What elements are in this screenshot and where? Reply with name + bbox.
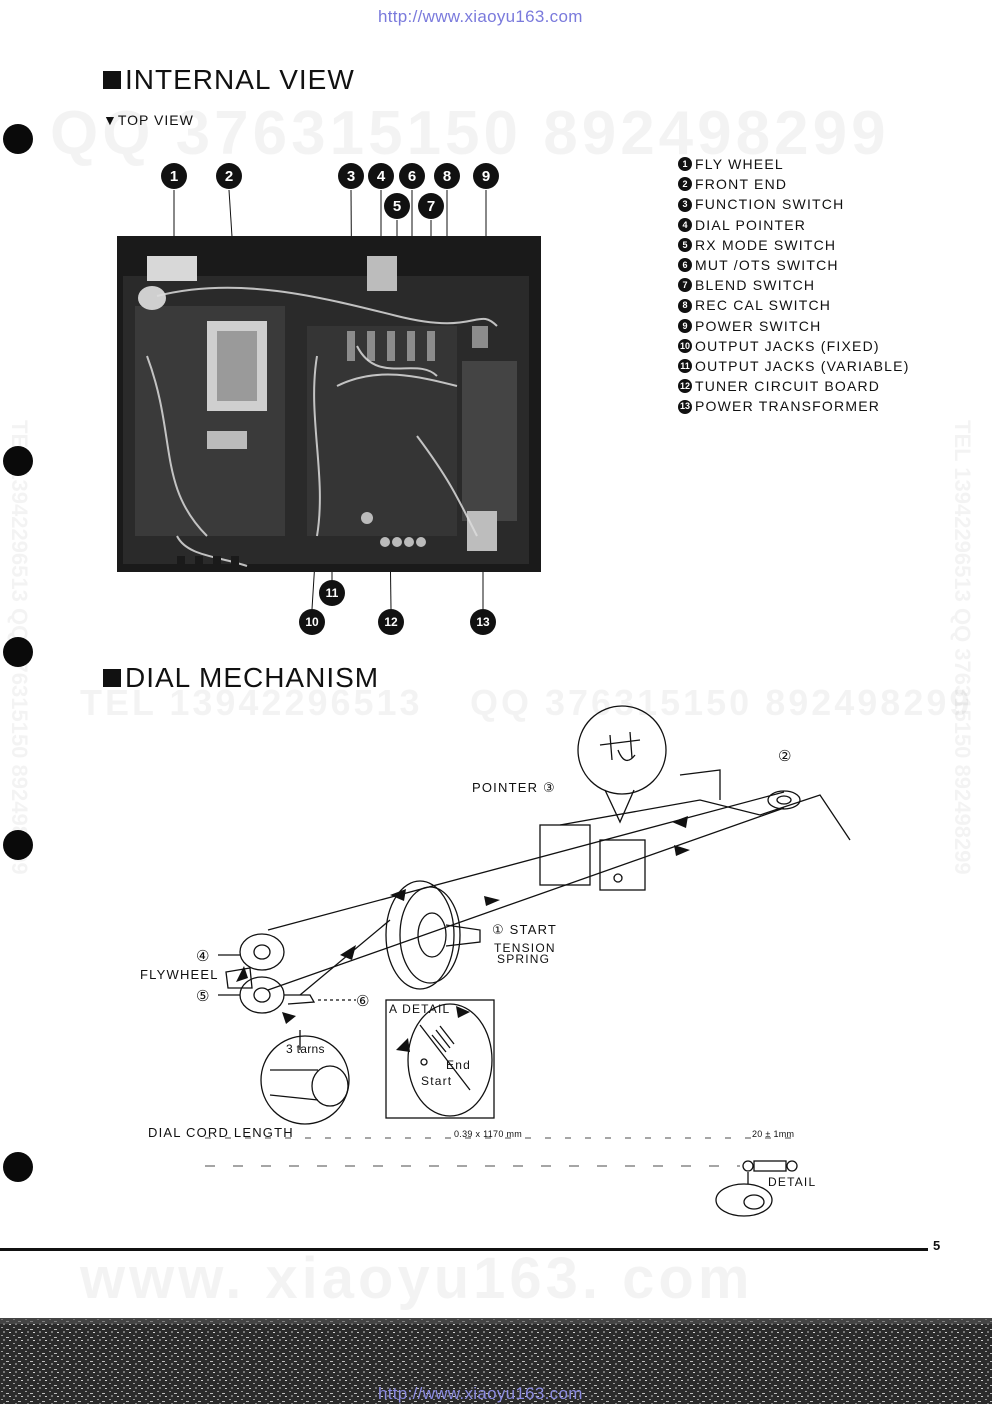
section-title-dial-mechanism: DIAL MECHANISM — [103, 662, 379, 694]
callout-2: 2 — [216, 163, 242, 189]
internal-top-view-photo — [117, 236, 541, 572]
legend-label: MUT /OTS SWITCH — [695, 257, 839, 274]
legend-label: DIAL POINTER — [695, 216, 807, 233]
label-2: ② — [778, 748, 793, 765]
callout-6: 6 — [399, 163, 425, 189]
footer-url-link[interactable]: http://www.xiaoyu163.com — [378, 1384, 583, 1403]
section-title-internal-view: INTERNAL VIEW — [103, 64, 355, 96]
legend-label: POWER TRANSFORMER — [695, 398, 881, 415]
label-3-turns: 3 tarns — [286, 1042, 325, 1056]
callout-11: 11 — [319, 580, 345, 606]
legend-number: 6 — [678, 258, 692, 273]
punch-hole — [3, 124, 33, 154]
label-6: ⑥ — [356, 993, 371, 1010]
section-title-text: DIAL MECHANISM — [125, 662, 380, 693]
label-flywheel: FLYWHEEL — [140, 967, 219, 982]
label-tolerance: 20 ± 1mm — [752, 1129, 795, 1139]
callout-7: 7 — [418, 193, 444, 219]
legend-label: FUNCTION SWITCH — [695, 196, 845, 213]
legend-number: 10 — [678, 338, 692, 353]
label-start: ① START — [492, 922, 558, 937]
legend-label: OUTPUT JACKS (FIXED) — [695, 337, 880, 354]
punch-hole — [3, 446, 33, 476]
callout-5: 5 — [384, 193, 410, 219]
legend-number: 3 — [678, 197, 692, 212]
subtitle-top-view: ▼TOP VIEW — [103, 112, 194, 128]
legend-label: TUNER CIRCUIT BOARD — [695, 378, 881, 395]
legend-number: 7 — [678, 278, 692, 293]
label-spring: SPRING — [497, 952, 551, 966]
legend-number: 2 — [678, 177, 692, 192]
legend-number: 1 — [678, 157, 692, 172]
legend-label: FLY WHEEL — [695, 156, 784, 172]
legend-label: FRONT END — [695, 176, 788, 193]
legend-number: 4 — [678, 217, 692, 232]
punch-hole — [3, 637, 33, 667]
punch-hole — [3, 1152, 33, 1182]
legend-label: POWER SWITCH — [695, 317, 822, 334]
label-a-detail: A DETAIL — [389, 1002, 451, 1016]
legend-label: RX MODE SWITCH — [695, 236, 837, 253]
legend-number: 9 — [678, 318, 692, 333]
heading-square-icon — [103, 71, 121, 89]
heading-square-icon — [103, 669, 121, 687]
label-tension: TENSION — [494, 941, 556, 955]
label-start-small: Start — [421, 1074, 453, 1088]
footer-rule — [0, 1248, 928, 1251]
callout-1: 1 — [161, 163, 187, 189]
dial-mechanism-diagram — [205, 705, 851, 1217]
callout-9: 9 — [473, 163, 499, 189]
label-4: ④ — [196, 948, 211, 965]
legend-label: BLEND SWITCH — [695, 277, 816, 294]
legend-label: REC CAL SWITCH — [695, 297, 832, 314]
watermark-web: www. xiaoyu163. com — [80, 1245, 753, 1312]
legend-number: 11 — [678, 359, 692, 374]
legend-number: 12 — [678, 379, 692, 394]
header-url-link[interactable]: http://www.xiaoyu163.com — [378, 7, 583, 26]
label-detail: DETAIL — [768, 1175, 817, 1189]
callout-12: 12 — [378, 609, 404, 635]
punch-hole — [3, 830, 33, 860]
label-end: End — [446, 1058, 471, 1072]
callout-3: 3 — [338, 163, 364, 189]
scan-noise-band — [0, 1318, 992, 1404]
legend-number: 5 — [678, 237, 692, 252]
section-title-text: INTERNAL VIEW — [125, 64, 355, 95]
label-cord-spec: 0.39 x 1170 mm — [454, 1129, 523, 1139]
label-5: ⑤ — [196, 988, 211, 1005]
label-dial-cord-length: DIAL CORD LENGTH — [148, 1125, 294, 1140]
legend-number: 13 — [678, 399, 692, 414]
label-pointer: POINTER ③ — [472, 780, 556, 795]
callout-13: 13 — [470, 609, 496, 635]
callout-10: 10 — [299, 609, 325, 635]
callout-8: 8 — [434, 163, 460, 189]
callout-4: 4 — [368, 163, 394, 189]
page-number: 5 — [933, 1238, 941, 1253]
legend-number: 8 — [678, 298, 692, 313]
legend-label: OUTPUT JACKS (VARIABLE) — [695, 358, 910, 375]
